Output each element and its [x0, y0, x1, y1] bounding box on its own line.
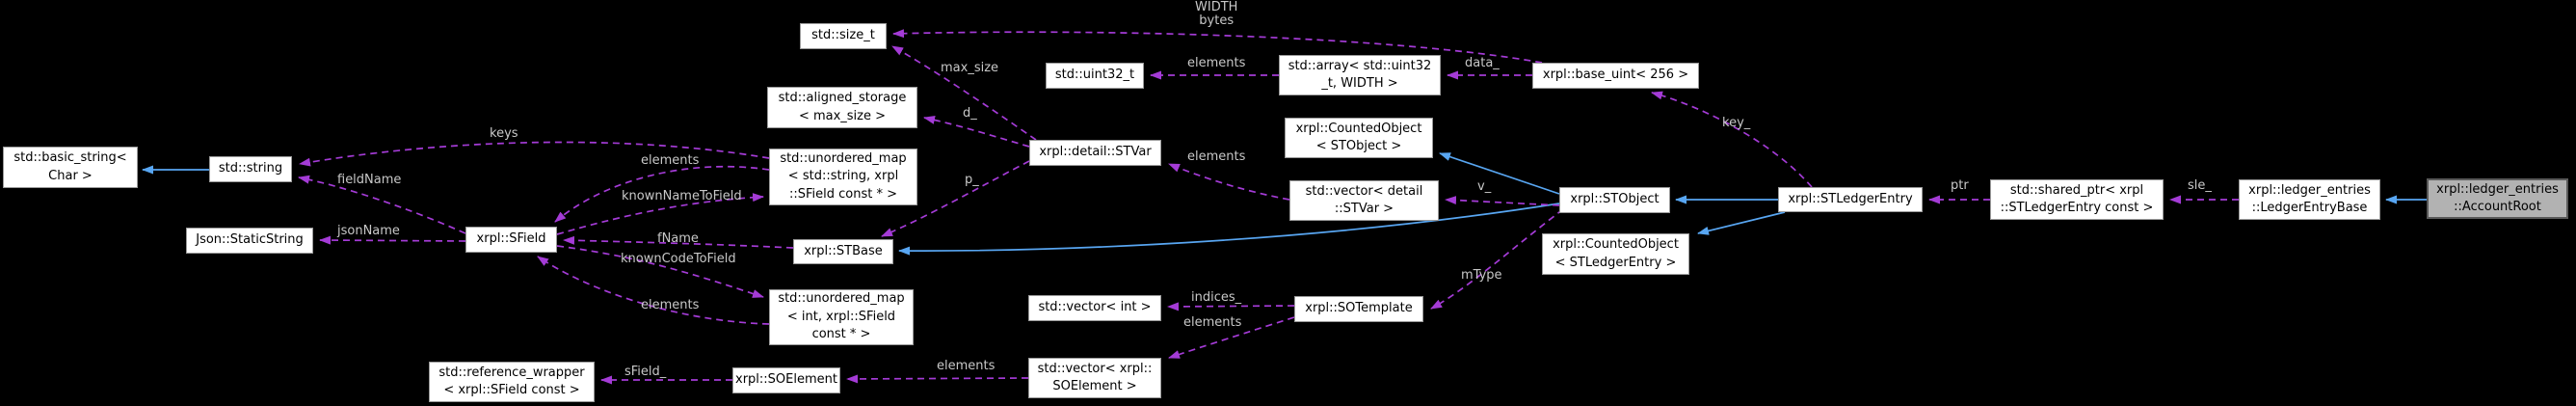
node-label: std::unordered_map < std::string, xrpl :… [780, 150, 907, 202]
node-uint32-t[interactable]: std::uint32_t [1046, 63, 1144, 89]
node-label: std::aligned_storage < max_size > [778, 91, 907, 123]
edge-elements-vector-soelement [846, 374, 1029, 384]
node-label: std::vector< detail ::STVar > [1305, 183, 1423, 216]
node-sfield[interactable]: xrpl::SField [465, 227, 557, 253]
node-stobject[interactable]: xrpl::STObject [1559, 187, 1670, 213]
node-countedobject-stobject[interactable]: xrpl::CountedObject < STObject > [1285, 118, 1433, 158]
node-detail-stvar[interactable]: xrpl::detail::STVar [1029, 140, 1161, 166]
node-stledgerentry[interactable]: xrpl::STLedgerEntry [1778, 187, 1923, 212]
edge-label-data: data_ [1465, 56, 1500, 70]
node-label: xrpl::ledger_entries ::AccountRoot [2436, 181, 2559, 214]
edge-label-elements: elements [937, 359, 996, 373]
edge-label-elements: elements [1187, 149, 1246, 164]
node-label: xrpl::ledger_entries ::LedgerEntryBase [2248, 182, 2371, 215]
edge-f-name [563, 235, 794, 249]
edge-stobject-inherits-stbase [898, 203, 1560, 256]
node-stbase[interactable]: xrpl::STBase [793, 239, 893, 264]
node-label: xrpl::SOTemplate [1305, 301, 1413, 316]
edge-label-jsonname: jsonName [337, 224, 400, 238]
node-unordered-map-string[interactable]: std::unordered_map < std::string, xrpl :… [769, 149, 917, 205]
node-unordered-map-int[interactable]: std::unordered_map < int, xrpl::SField c… [769, 289, 914, 345]
edge-label-elements: elements [641, 298, 700, 312]
edge-stobject-inherits-countedobject [1439, 152, 1560, 195]
edge-label-d: d_ [963, 106, 977, 121]
edge-key [1651, 91, 1813, 188]
node-aligned-storage[interactable]: std::aligned_storage < max_size > [767, 87, 917, 128]
edge-label-fname: fName [657, 231, 699, 246]
edge-label-knowncodetofield: knownCodeToField [621, 252, 736, 266]
node-label: std::reference_wrapper < xrpl::SField co… [438, 365, 585, 397]
node-label: std::vector< int > [1038, 300, 1152, 315]
node-vector-int[interactable]: std::vector< int > [1028, 295, 1161, 321]
edge-label-sle: sle_ [2188, 178, 2212, 193]
node-size-t[interactable]: std::size_t [800, 23, 887, 49]
edge-label-width-bytes: WIDTH bytes [1195, 0, 1238, 28]
edge-label-elements: elements [641, 153, 700, 168]
edge-label-elements: elements [1187, 56, 1246, 70]
node-soelement[interactable]: xrpl::SOElement [732, 367, 840, 393]
node-label: xrpl::CountedObject < STLedgerEntry > [1553, 237, 1679, 270]
edge-label-mtype: mType [1461, 268, 1502, 283]
edge-label-sfield: sField_ [624, 365, 667, 379]
node-label: xrpl::detail::STVar [1039, 145, 1152, 160]
node-json-staticstring[interactable]: Json::StaticString [186, 228, 313, 254]
edge-json-name [319, 235, 466, 245]
node-sotemplate[interactable]: xrpl::SOTemplate [1294, 296, 1423, 322]
node-accountroot-target: xrpl::ledger_entries ::AccountRoot [2427, 178, 2568, 219]
node-string[interactable]: std::string [209, 156, 292, 182]
node-label: std::size_t [811, 28, 875, 43]
edge-label-keys: keys [490, 126, 518, 141]
node-basic-string[interactable]: std::basic_string< Char > [3, 147, 138, 188]
edge-elements-map-string [554, 165, 770, 223]
node-label: xrpl::STBase [804, 243, 883, 258]
node-vector-soelement[interactable]: std::vector< xrpl:: SOElement > [1028, 358, 1161, 398]
node-label: std::basic_string< Char > [13, 150, 127, 183]
node-base-uint[interactable]: xrpl::base_uint< 256 > [1532, 63, 1699, 89]
edge-label-key: key_ [1722, 116, 1751, 130]
node-label: std::vector< xrpl:: SOElement > [1037, 361, 1153, 393]
edge-elements-vector-stvar [1168, 163, 1290, 201]
edge-label-maxsize: max_size [941, 61, 999, 75]
node-ledgerentrybase[interactable]: xrpl::ledger_entries ::LedgerEntryBase [2239, 179, 2380, 220]
edge-known-name-to-field [556, 193, 764, 235]
node-label: xrpl::SOElement [735, 372, 837, 388]
node-vector-stvar[interactable]: std::vector< detail ::STVar > [1289, 180, 1439, 221]
edge-known-code-to-field [556, 245, 764, 298]
node-label: xrpl::SField [476, 231, 546, 247]
node-label: std::string [218, 161, 283, 176]
edge-p [881, 160, 1030, 237]
edge-label-v: v_ [1477, 179, 1492, 194]
edge-v [1445, 196, 1560, 206]
edge-label-indices: indices_ [1191, 290, 1242, 305]
edge-label-ptr: ptr [1951, 178, 1969, 193]
node-label: std::uint32_t [1054, 68, 1135, 83]
edge-label-knownnametofield: knownNameToField [622, 189, 742, 203]
node-label: std::unordered_map < int, xrpl::SField c… [778, 291, 905, 342]
edge-indices [1167, 302, 1295, 311]
node-countedobject-stledgerentry[interactable]: xrpl::CountedObject < STLedgerEntry > [1542, 233, 1689, 275]
edge-stledgerentry-inherits-countedobject [1697, 211, 1786, 235]
edge-elements-sotemplate [1168, 316, 1295, 359]
edge-label-p: p_ [965, 173, 979, 187]
node-label: std::array< std::uint32 _t, WIDTH > [1288, 58, 1432, 91]
edge-max-size [891, 45, 1037, 141]
node-label: Json::StaticString [196, 232, 304, 248]
edge-width-bytes [892, 29, 1543, 64]
edge-d [923, 115, 1030, 148]
node-label: std::shared_ptr< xrpl ::STLedgerEntry co… [2000, 182, 2154, 215]
node-shared-ptr[interactable]: std::shared_ptr< xrpl ::STLedgerEntry co… [1990, 179, 2164, 220]
node-array-uint32[interactable]: std::array< std::uint32 _t, WIDTH > [1279, 55, 1441, 95]
edge-label-fieldname: fieldName [337, 173, 402, 187]
edge-label-elements: elements [1183, 315, 1242, 330]
node-reference-wrapper[interactable]: std::reference_wrapper < xrpl::SField co… [429, 362, 595, 402]
node-label: xrpl::CountedObject < STObject > [1295, 121, 1422, 153]
edge-field-name [298, 175, 466, 234]
node-label: xrpl::base_uint< 256 > [1542, 68, 1689, 83]
node-label: xrpl::STLedgerEntry [1788, 191, 1913, 206]
edge-elements-map-int [537, 256, 770, 325]
node-label: xrpl::STObject [1570, 192, 1660, 207]
